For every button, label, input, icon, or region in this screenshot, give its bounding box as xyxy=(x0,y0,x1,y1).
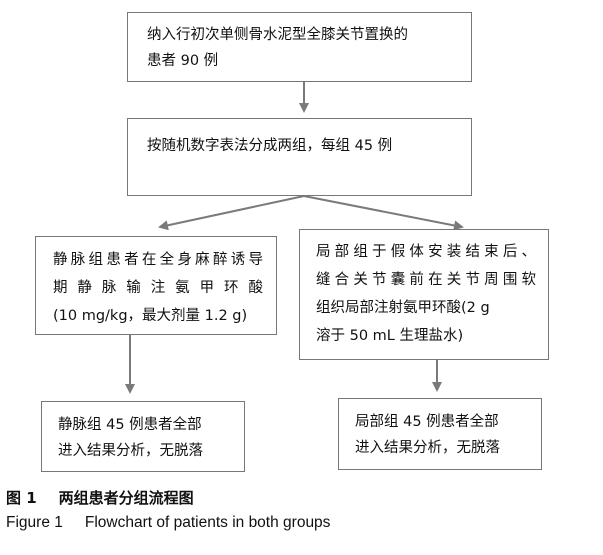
local-group-line-4: 溶于 50 mL 生理盐水) xyxy=(316,328,464,344)
local-group-line-3: 组织局部注射氨甲环酸(2 g xyxy=(316,300,490,316)
local-group-box: 局部组于假体安装结束后、 缝合关节囊前在关节周围软 组织局部注射氨甲环酸(2 g… xyxy=(299,229,549,360)
randomization-text: 按随机数字表法分成两组，每组 45 例 xyxy=(147,138,393,154)
figure-title-en: Flowchart of patients in both groups xyxy=(84,514,331,531)
arrow-random-to-right xyxy=(303,195,464,231)
figure-caption-en: Figure 1 Flowchart of patients in both gr… xyxy=(6,514,330,532)
local-group-line-2: 缝合关节囊前在关节周围软 xyxy=(316,272,536,288)
figure-label-en: Figure 1 xyxy=(6,514,63,531)
iv-group-line-3: (10 mg/kg，最大剂量 1.2 g) xyxy=(53,308,248,324)
local-result-line-1: 局部组 45 例患者全部 xyxy=(355,414,499,430)
figure-title-cn: 两组患者分组流程图 xyxy=(58,489,194,507)
iv-result-line-2: 进入结果分析，无脱落 xyxy=(58,443,203,459)
iv-group-line-1: 静脉组患者在全身麻醉诱导 xyxy=(53,252,263,268)
enrollment-line-1: 纳入行初次单侧骨水泥型全膝关节置换的 xyxy=(147,27,408,43)
iv-group-box: 静脉组患者在全身麻醉诱导 期静脉输注氨甲环酸 (10 mg/kg，最大剂量 1.… xyxy=(35,236,277,335)
enrollment-box: 纳入行初次单侧骨水泥型全膝关节置换的 患者 90 例 xyxy=(127,12,472,82)
iv-result-box: 静脉组 45 例患者全部 进入结果分析，无脱落 xyxy=(41,401,245,472)
iv-result-line-1: 静脉组 45 例患者全部 xyxy=(58,417,202,433)
randomization-box: 按随机数字表法分成两组，每组 45 例 xyxy=(127,118,472,196)
iv-group-line-2: 期静脉输注氨甲环酸 xyxy=(53,280,263,296)
local-result-box: 局部组 45 例患者全部 进入结果分析，无脱落 xyxy=(338,398,542,470)
arrow-random-to-left xyxy=(158,195,305,231)
local-result-line-2: 进入结果分析，无脱落 xyxy=(355,440,500,456)
enrollment-line-2: 患者 90 例 xyxy=(147,53,219,69)
local-group-line-1: 局部组于假体安装结束后、 xyxy=(316,244,536,260)
figure-caption-cn: 图 1 两组患者分组流程图 xyxy=(6,487,194,508)
figure-label-cn: 图 1 xyxy=(6,489,37,507)
